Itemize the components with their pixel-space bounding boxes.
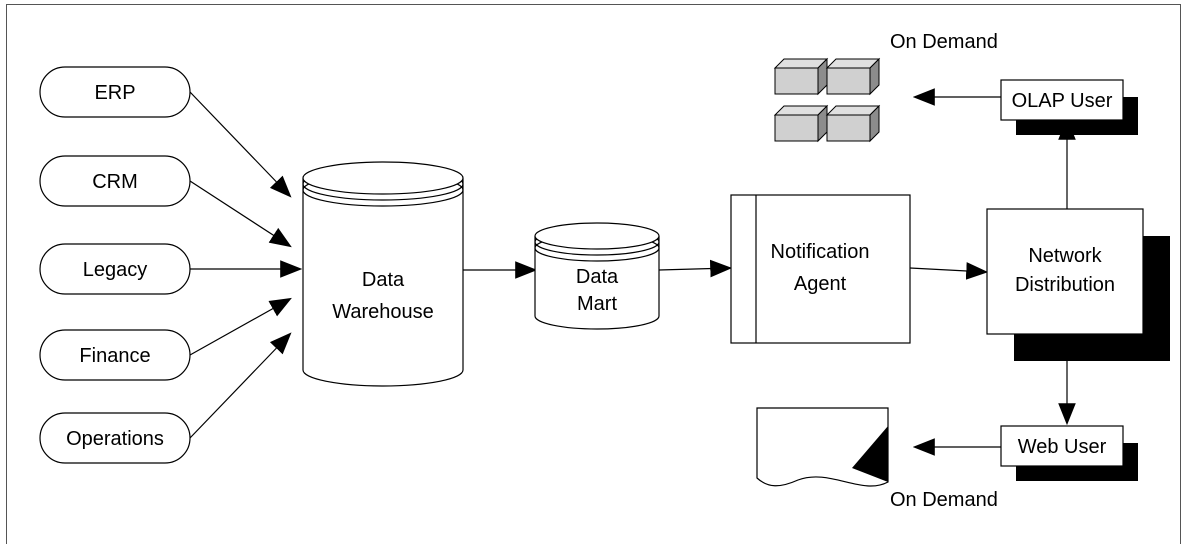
notification-agent-box: Notification Agent (730, 194, 911, 344)
source-operations-label: Operations (66, 428, 164, 450)
arrow-mart-notification (658, 259, 733, 278)
source-erp-label: ERP (94, 82, 135, 104)
arrow-crm-warehouse (189, 180, 292, 248)
source-arrows (189, 91, 303, 439)
source-erp: ERP (39, 66, 191, 118)
data-warehouse-cylinder: Data Warehouse (302, 161, 464, 387)
source-finance: Finance (39, 329, 191, 381)
network-distribution-label-line1: Network (1028, 245, 1102, 267)
diagram-frame (6, 4, 1181, 544)
arrow-notification-network (909, 262, 989, 280)
notification-agent-label-line1: Notification (771, 241, 870, 263)
web-user-box: Web User (1000, 425, 1138, 481)
web-user-label: Web User (1018, 436, 1107, 458)
source-crm: CRM (39, 155, 191, 207)
data-mart-cylinder: Data Mart (534, 222, 660, 330)
source-finance-label: Finance (79, 345, 150, 367)
on-demand-top-label: On Demand (890, 31, 998, 53)
arrow-operations-warehouse (189, 332, 292, 439)
document-icon (756, 407, 889, 487)
source-legacy-label: Legacy (83, 259, 148, 281)
source-crm-label: CRM (92, 171, 138, 193)
data-warehouse-label-line1: Data (362, 269, 405, 291)
data-mart-label-line2: Mart (577, 293, 617, 315)
data-warehouse-label-line2: Warehouse (332, 301, 434, 323)
arrow-erp-warehouse (189, 91, 292, 198)
notification-agent-label-line2: Agent (794, 273, 847, 295)
network-distribution-label-line2: Distribution (1015, 274, 1115, 296)
olap-cube-icon (773, 57, 881, 143)
olap-user-box: OLAP User (1000, 79, 1138, 135)
network-distribution-box: Network Distribution (986, 208, 1170, 361)
olap-user-label: OLAP User (1012, 90, 1113, 112)
source-legacy: Legacy (39, 243, 191, 295)
on-demand-bottom-label: On Demand (890, 489, 998, 511)
data-mart-label-line1: Data (576, 266, 619, 288)
source-operations: Operations (39, 412, 191, 464)
arrow-finance-warehouse (189, 297, 292, 356)
